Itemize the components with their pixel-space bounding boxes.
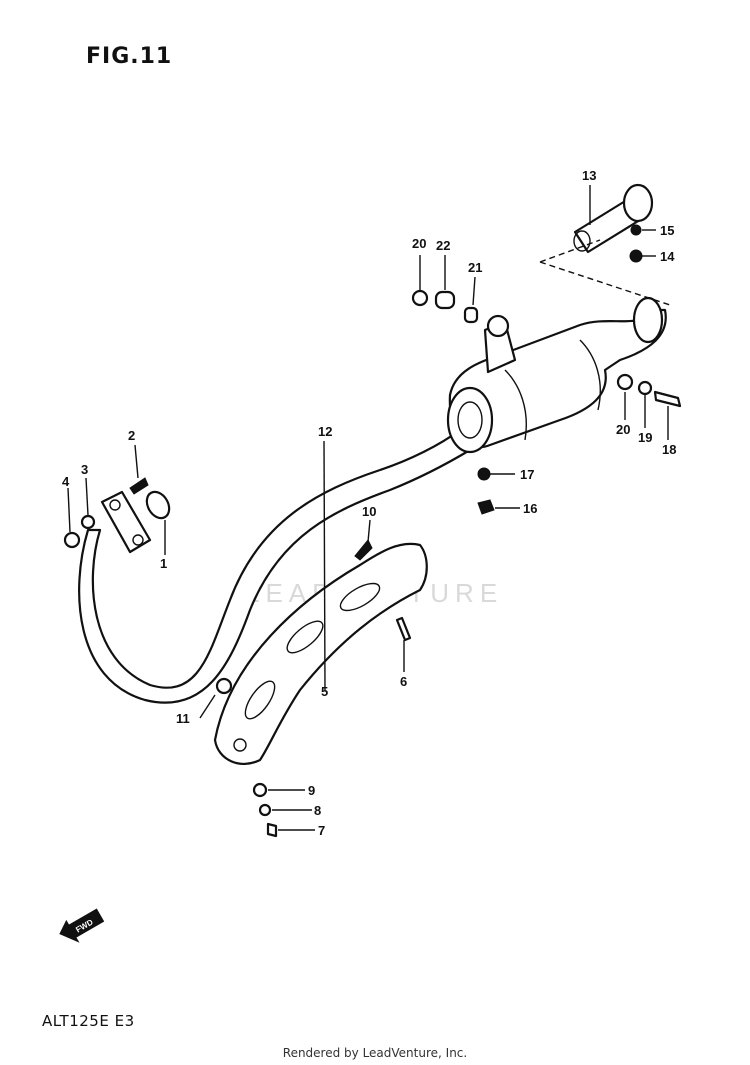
washer-19 [637,380,653,396]
bolt-14 [629,249,643,263]
callout-label: 22 [436,238,450,253]
callout-label: 7 [318,823,325,838]
gasket-1 [145,490,171,520]
clip-10 [354,539,373,561]
screw-6 [395,616,412,642]
model-code: ALT125E E3 [42,1012,135,1030]
callout-label: 6 [400,674,407,689]
nut-9 [252,782,268,798]
callout-label: 20 [616,422,630,437]
header-flange [100,490,152,554]
washer-8 [258,803,272,817]
callout-label: 8 [314,803,321,818]
leader-lines [67,185,669,831]
callout-label: 14 [660,249,675,264]
stud-2 [129,477,149,495]
callout-label: 20 [412,236,426,251]
bolt-18 [653,390,682,408]
callout-label: 19 [638,430,652,445]
callout-label: 4 [62,474,70,489]
washer-20-a [411,289,429,307]
washer-3 [80,514,96,530]
washer-20-b [616,373,634,391]
callout-label: 21 [468,260,482,275]
callout-label: 5 [321,684,328,699]
nut-15 [630,224,642,236]
callout-label: 12 [318,424,332,439]
callout-label: 11 [176,711,190,726]
fwd-arrow: FWD [59,908,105,943]
callout-label: 17 [520,467,534,482]
figure-title: FIG.11 [86,44,173,69]
nut-16 [477,499,495,515]
nut-4 [63,531,81,549]
render-credit: Rendered by LeadVenture, Inc. [282,1046,468,1060]
callout-label: 18 [662,442,676,457]
collar-22 [434,290,456,310]
bolt-7 [266,822,278,838]
callout-label: 1 [160,556,167,571]
callout-label: 2 [128,428,135,443]
bush-21 [463,306,479,324]
callout-label: 3 [81,462,88,477]
callout-label: 16 [523,501,537,516]
callout-label: 9 [308,783,315,798]
heat-shield [213,542,428,765]
callout-label: 15 [660,223,674,238]
grommet-11 [215,677,233,695]
callout-label: 13 [582,168,596,183]
callout-label: 10 [362,504,376,519]
callout-labels: 1 2 3 4 5 6 7 8 9 10 11 12 13 14 15 16 1… [62,168,676,838]
